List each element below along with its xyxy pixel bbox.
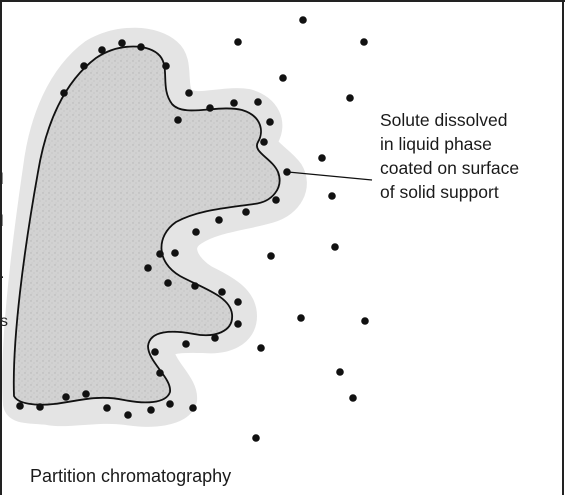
solute-molecule — [185, 89, 193, 97]
solute-molecule — [171, 249, 179, 257]
solute-molecule — [215, 216, 223, 224]
solute-molecule — [252, 434, 260, 442]
solute-molecule — [192, 228, 200, 236]
solute-molecule — [346, 94, 354, 102]
solute-molecule — [267, 252, 275, 260]
solute-molecule — [166, 400, 174, 408]
solute-molecule — [147, 406, 155, 414]
solute-molecule — [297, 314, 305, 322]
solute-molecule — [234, 320, 242, 328]
edge-fragment-glyph: l — [0, 214, 4, 230]
solute-molecule — [191, 282, 199, 290]
solute-molecule — [98, 46, 106, 54]
solute-molecule — [242, 208, 250, 216]
solute-molecule — [60, 89, 68, 97]
solute-molecule — [62, 393, 70, 401]
solute-molecule — [318, 154, 326, 162]
annotation-line: coated on surface — [380, 156, 560, 180]
solute-molecule — [80, 62, 88, 70]
solute-molecule — [174, 116, 182, 124]
solute-molecule — [328, 192, 336, 200]
solute-molecule — [82, 390, 90, 398]
annotation-line: Solute dissolved — [380, 108, 560, 132]
solute-annotation: Solute dissolved in liquid phase coated … — [380, 108, 560, 204]
solute-molecule — [360, 38, 368, 46]
solute-molecule — [218, 288, 226, 296]
solute-molecule — [336, 368, 344, 376]
solute-molecule — [283, 168, 291, 176]
solute-molecule — [230, 99, 238, 107]
solute-molecule — [349, 394, 357, 402]
solute-molecule — [257, 344, 265, 352]
solute-molecule — [124, 411, 132, 419]
solute-molecule — [272, 196, 280, 204]
solute-molecule — [266, 118, 274, 126]
solute-molecule — [189, 404, 197, 412]
edge-fragment-glyph: . — [0, 266, 4, 282]
solute-molecule — [254, 98, 262, 106]
figure-caption: Partition chromatography — [30, 466, 231, 487]
annotation-line: of solid support — [380, 180, 560, 204]
solute-molecule — [331, 243, 339, 251]
solute-molecule — [151, 348, 159, 356]
solute-molecule — [16, 402, 24, 410]
solute-molecule — [162, 62, 170, 70]
solute-molecule — [361, 317, 369, 325]
annotation-line: in liquid phase — [380, 132, 560, 156]
solute-molecule — [156, 250, 164, 258]
solute-molecule — [279, 74, 287, 82]
solute-molecule — [156, 369, 164, 377]
solute-molecule — [36, 403, 44, 411]
solute-molecule — [211, 334, 219, 342]
solute-molecule — [118, 39, 126, 47]
solute-molecule — [137, 43, 145, 51]
edge-fragment-glyph: s — [0, 314, 8, 330]
solute-molecule — [144, 264, 152, 272]
solute-molecule — [103, 404, 111, 412]
solute-molecule — [206, 104, 214, 112]
solute-molecule — [234, 298, 242, 306]
solute-molecule — [299, 16, 307, 24]
solute-molecule — [260, 138, 268, 146]
edge-fragment-glyph: l — [0, 172, 4, 188]
solute-molecule — [182, 340, 190, 348]
solute-molecule — [164, 279, 172, 287]
solute-molecule — [234, 38, 242, 46]
